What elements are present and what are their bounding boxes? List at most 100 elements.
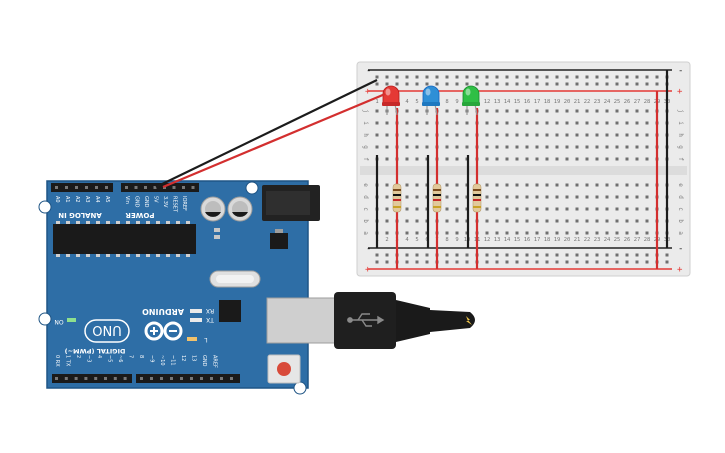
terminal-hole[interactable] (565, 157, 569, 161)
terminal-hole[interactable] (605, 183, 609, 187)
rail-hole[interactable] (375, 82, 379, 86)
terminal-hole[interactable] (525, 145, 529, 149)
header-pin[interactable] (210, 377, 213, 380)
rail-hole[interactable] (435, 75, 439, 79)
terminal-hole[interactable] (375, 145, 379, 149)
rail-hole[interactable] (555, 260, 559, 264)
header-pin[interactable] (190, 377, 193, 380)
terminal-hole[interactable] (465, 121, 469, 125)
terminal-hole[interactable] (405, 145, 409, 149)
terminal-hole[interactable] (555, 231, 559, 235)
terminal-hole[interactable] (595, 183, 599, 187)
rail-hole[interactable] (405, 253, 409, 257)
terminal-hole[interactable] (625, 207, 629, 211)
rail-hole[interactable] (545, 253, 549, 257)
terminal-hole[interactable] (445, 133, 449, 137)
terminal-hole[interactable] (505, 121, 509, 125)
terminal-hole[interactable] (455, 183, 459, 187)
rail-hole[interactable] (565, 260, 569, 264)
terminal-hole[interactable] (495, 109, 499, 113)
rail-hole[interactable] (575, 75, 579, 79)
rail-hole[interactable] (505, 260, 509, 264)
terminal-hole[interactable] (405, 231, 409, 235)
terminal-hole[interactable] (485, 183, 489, 187)
terminal-hole[interactable] (485, 109, 489, 113)
rail-hole[interactable] (415, 260, 419, 264)
terminal-hole[interactable] (445, 231, 449, 235)
terminal-hole[interactable] (625, 219, 629, 223)
rail-hole[interactable] (565, 253, 569, 257)
terminal-hole[interactable] (505, 207, 509, 211)
rail-hole[interactable] (535, 75, 539, 79)
terminal-hole[interactable] (535, 133, 539, 137)
terminal-hole[interactable] (465, 133, 469, 137)
terminal-hole[interactable] (615, 231, 619, 235)
terminal-hole[interactable] (495, 195, 499, 199)
terminal-hole[interactable] (575, 109, 579, 113)
terminal-hole[interactable] (485, 121, 489, 125)
terminal-hole[interactable] (565, 219, 569, 223)
rail-hole[interactable] (445, 75, 449, 79)
terminal-hole[interactable] (615, 121, 619, 125)
terminal-hole[interactable] (585, 133, 589, 137)
terminal-hole[interactable] (485, 133, 489, 137)
rail-hole[interactable] (555, 75, 559, 79)
terminal-hole[interactable] (515, 219, 519, 223)
terminal-hole[interactable] (515, 195, 519, 199)
rail-hole[interactable] (615, 260, 619, 264)
terminal-hole[interactable] (525, 195, 529, 199)
terminal-hole[interactable] (535, 195, 539, 199)
terminal-hole[interactable] (585, 207, 589, 211)
rail-hole[interactable] (495, 82, 499, 86)
rail-hole[interactable] (505, 253, 509, 257)
terminal-hole[interactable] (555, 121, 559, 125)
rail-hole[interactable] (405, 75, 409, 79)
terminal-hole[interactable] (605, 121, 609, 125)
terminal-hole[interactable] (385, 231, 389, 235)
terminal-hole[interactable] (515, 207, 519, 211)
terminal-hole[interactable] (415, 157, 419, 161)
terminal-hole[interactable] (495, 183, 499, 187)
terminal-hole[interactable] (575, 145, 579, 149)
terminal-hole[interactable] (645, 183, 649, 187)
terminal-hole[interactable] (515, 109, 519, 113)
rail-hole[interactable] (465, 75, 469, 79)
terminal-hole[interactable] (645, 195, 649, 199)
rail-hole[interactable] (455, 82, 459, 86)
terminal-hole[interactable] (635, 133, 639, 137)
led-red[interactable] (382, 85, 400, 116)
terminal-hole[interactable] (495, 133, 499, 137)
terminal-hole[interactable] (375, 109, 379, 113)
rail-hole[interactable] (585, 82, 589, 86)
terminal-hole[interactable] (515, 231, 519, 235)
terminal-hole[interactable] (625, 145, 629, 149)
terminal-hole[interactable] (555, 157, 559, 161)
terminal-hole[interactable] (605, 207, 609, 211)
terminal-hole[interactable] (485, 145, 489, 149)
terminal-hole[interactable] (565, 195, 569, 199)
header-pin[interactable] (172, 186, 176, 189)
terminal-hole[interactable] (405, 207, 409, 211)
rail-hole[interactable] (595, 260, 599, 264)
terminal-hole[interactable] (585, 183, 589, 187)
terminal-hole[interactable] (445, 183, 449, 187)
rail-hole[interactable] (645, 253, 649, 257)
rail-hole[interactable] (635, 82, 639, 86)
rail-hole[interactable] (645, 82, 649, 86)
terminal-hole[interactable] (465, 145, 469, 149)
terminal-hole[interactable] (455, 195, 459, 199)
terminal-hole[interactable] (615, 219, 619, 223)
rail-hole[interactable] (465, 253, 469, 257)
header-pin[interactable] (220, 377, 223, 380)
terminal-hole[interactable] (535, 231, 539, 235)
header-pin[interactable] (55, 377, 58, 380)
terminal-hole[interactable] (635, 183, 639, 187)
header-pin[interactable] (94, 377, 98, 380)
terminal-hole[interactable] (645, 121, 649, 125)
rail-hole[interactable] (595, 253, 599, 257)
terminal-hole[interactable] (515, 183, 519, 187)
terminal-hole[interactable] (505, 219, 509, 223)
terminal-hole[interactable] (605, 157, 609, 161)
terminal-hole[interactable] (625, 121, 629, 125)
terminal-hole[interactable] (555, 109, 559, 113)
